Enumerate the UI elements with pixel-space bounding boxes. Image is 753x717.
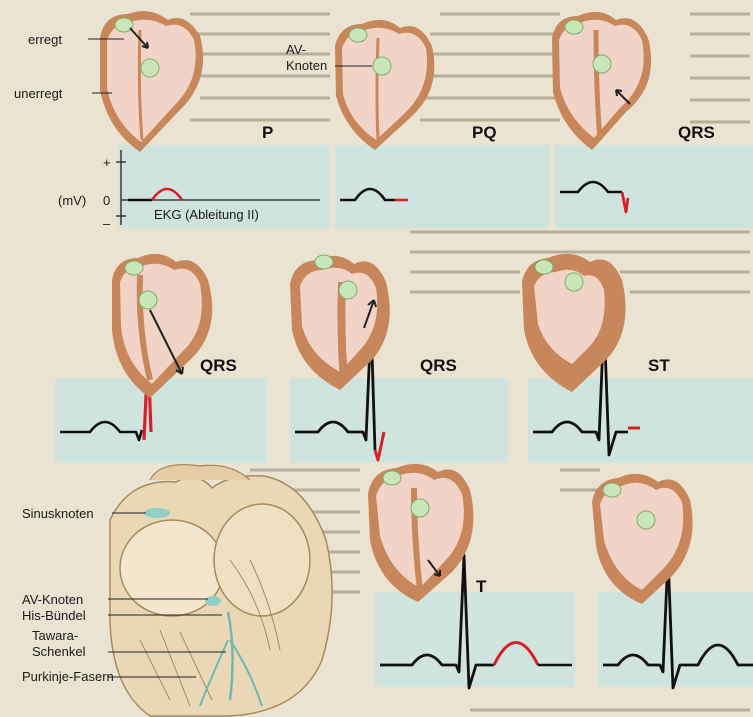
- sinus-node: [565, 20, 583, 34]
- av-node: [637, 511, 655, 529]
- sinus-node: [115, 18, 133, 32]
- label-sinusknoten: Sinusknoten: [22, 506, 94, 521]
- ecg-panel-st: [528, 378, 753, 463]
- ecg-mv-label: (mV): [58, 193, 86, 208]
- label-av-knoten: AV-Knoten: [22, 592, 83, 607]
- av-node: [565, 273, 583, 291]
- ecg-plus-label: +: [103, 155, 111, 170]
- label-av-knoten-top-1: AV-: [286, 42, 306, 57]
- phase-label-pq: PQ: [472, 123, 497, 142]
- heart-3: [552, 12, 651, 150]
- phase-label-qrs-1: QRS: [678, 123, 715, 142]
- label-his-buendel: His-Bündel: [22, 608, 86, 623]
- av-node: [373, 57, 391, 75]
- label-unerregt: unerregt: [14, 86, 63, 101]
- heart-7: [368, 464, 473, 602]
- av-node: [593, 55, 611, 73]
- label-tawara-2: Schenkel: [32, 644, 86, 659]
- heart-6: [522, 254, 626, 392]
- ecg-lead-label: EKG (Ableitung II): [154, 207, 259, 222]
- label-purkinje: Purkinje-Fasern: [22, 669, 114, 684]
- sinus-node: [315, 255, 333, 269]
- sinus-node: [535, 260, 553, 274]
- ecg-minus-label: –: [103, 216, 111, 231]
- sinus-node: [383, 471, 401, 485]
- sinus-node: [125, 261, 143, 275]
- sinus-node-anatomy: [144, 508, 170, 518]
- anatomical-heart: [110, 465, 332, 716]
- ecg-panel-final: [598, 592, 753, 687]
- sinus-node: [603, 483, 621, 497]
- av-node-anatomy: [205, 596, 221, 606]
- heart-8: [592, 474, 693, 604]
- ecg-panel-qrs2: [55, 378, 267, 463]
- av-node: [411, 499, 429, 517]
- ecg-panel-pq: [335, 145, 550, 228]
- heart-5: [290, 255, 390, 390]
- label-tawara-1: Tawara-: [32, 628, 78, 643]
- phase-label-qrs-2: QRS: [200, 356, 237, 375]
- sinus-node: [349, 28, 367, 42]
- heart-4: [112, 254, 212, 398]
- av-node: [339, 281, 357, 299]
- heart-1: [100, 11, 203, 152]
- av-node: [139, 291, 157, 309]
- label-av-knoten-top-2: Knoten: [286, 58, 327, 73]
- phase-label-p: P: [262, 123, 273, 142]
- heart-2: [335, 20, 434, 150]
- label-erregt: erregt: [28, 32, 62, 47]
- ecg-panel-qrs3: [290, 378, 508, 463]
- phase-label-t: T: [476, 577, 487, 596]
- phase-label-st: ST: [648, 356, 670, 375]
- av-node: [141, 59, 159, 77]
- ecg-zero-label: 0: [103, 193, 110, 208]
- phase-label-qrs-3: QRS: [420, 356, 457, 375]
